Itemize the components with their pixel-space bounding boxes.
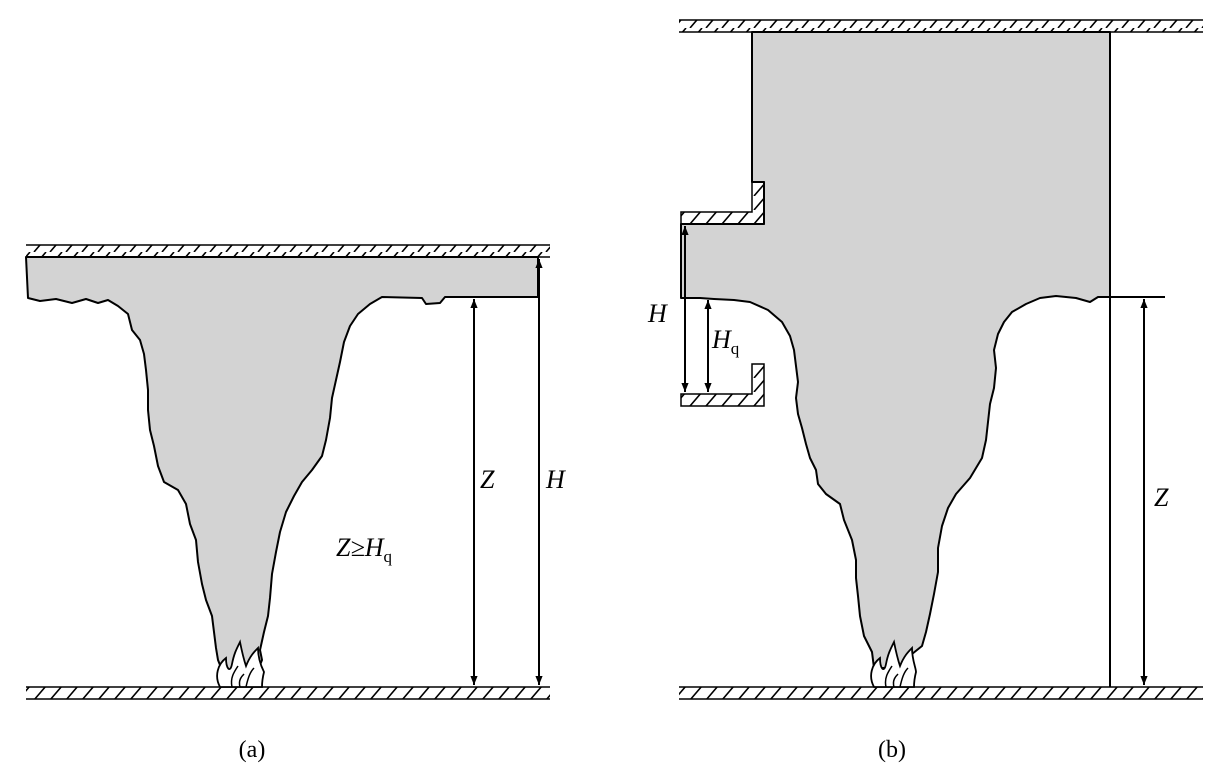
label-h-b: H bbox=[647, 299, 668, 328]
caption-b: (b) bbox=[878, 737, 906, 763]
lower-balcony bbox=[680, 363, 765, 407]
label-z-b: Z bbox=[1154, 483, 1169, 512]
floor-slab-b bbox=[679, 686, 1203, 700]
label-hq-b: Hq bbox=[711, 325, 740, 358]
flame-b bbox=[870, 639, 917, 688]
upper-balcony bbox=[680, 181, 765, 225]
condition-label-a: Z≥Hq bbox=[336, 533, 393, 566]
smoke-plume-a bbox=[25, 256, 539, 671]
smoke-plume-b bbox=[680, 31, 1111, 669]
diagram-a: Z H Z≥Hq (a) bbox=[25, 244, 566, 763]
diagram-b: H Hq Z (b) bbox=[647, 19, 1203, 763]
label-h-a: H bbox=[545, 465, 566, 494]
caption-a: (a) bbox=[239, 737, 266, 763]
ceiling-slab-b bbox=[679, 19, 1203, 33]
flame-a bbox=[216, 639, 265, 688]
floor-slab-a bbox=[26, 686, 550, 700]
label-z-a: Z bbox=[480, 465, 495, 494]
ceiling-slab-a bbox=[26, 244, 550, 258]
